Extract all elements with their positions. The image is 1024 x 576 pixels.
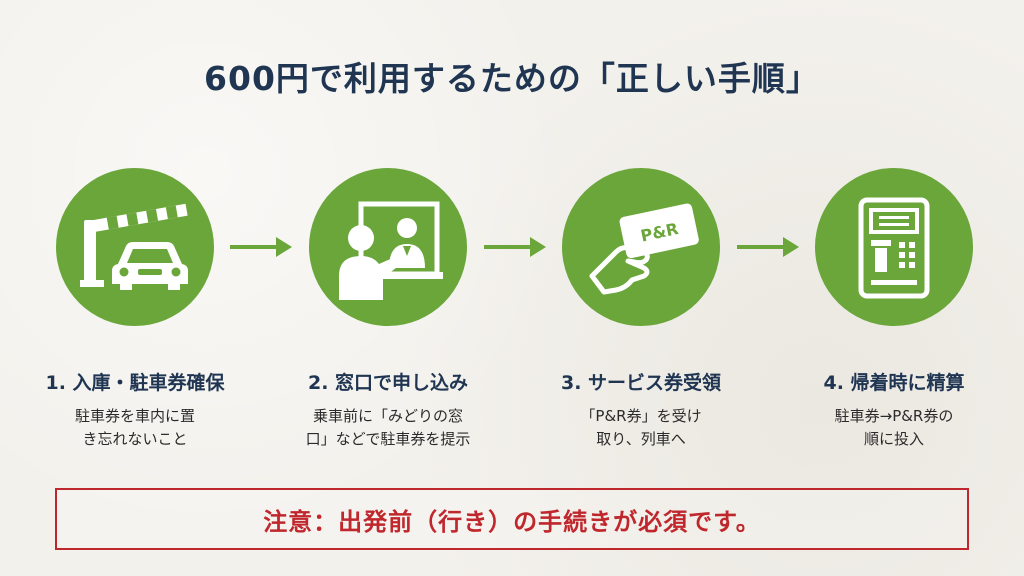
step-4: 4. 帰着時に精算 駐車券→P&R券の 順に投入 [774,168,1014,451]
step-2-desc: 乗車前に「みどりの窓 口」などで駐車券を提示 [305,407,471,448]
step-1: 1. 入庫・駐車券確保 駐車券を車内に置 き忘れないこと [15,168,255,451]
step-1-circle [56,168,214,326]
step-3-circle: P&R [562,168,720,326]
step-4-desc: 駐車券→P&R券の 順に投入 [834,407,954,448]
step-4-title: 4. 帰着時に精算 [823,372,965,394]
ticket-counter-icon [339,201,443,300]
notice-box: 注意：出発前（行き）の手続きが必須です。 [55,488,969,550]
arrow-right-icon [484,237,546,257]
step-3-desc: 「P&R券」を受け 取り、列車へ [580,407,702,448]
page-title: 600円で利用するための「正しい手順」 [204,59,820,98]
hand-card-icon: P&R [589,203,699,295]
notice-text: 注意：出発前（行き）の手続きが必須です。 [263,507,761,536]
step-3: P&R 3. サービス券受領 「P&R券」を受け 取り、列車へ [521,168,761,451]
step-1-desc: 駐車券を車内に置 き忘れないこと [74,407,195,448]
steps-flow: 1. 入庫・駐車券確保 駐車券を車内に置 き忘れないこと 2. 窓口で申し込み … [0,168,1024,468]
step-2-circle [309,168,467,326]
arrow-right-icon [737,237,799,257]
step-2: 2. 窓口で申し込み 乗車前に「みどりの窓 口」などで駐車券を提示 [268,168,508,451]
step-4-circle [815,168,973,326]
step-2-title: 2. 窓口で申し込み [307,372,469,394]
arrow-right-icon [230,237,292,257]
parking-gate-car-icon [80,203,188,290]
step-1-title: 1. 入庫・駐車券確保 [45,372,225,394]
step-3-title: 3. サービス券受領 [560,372,722,394]
payment-machine-icon [858,197,930,299]
